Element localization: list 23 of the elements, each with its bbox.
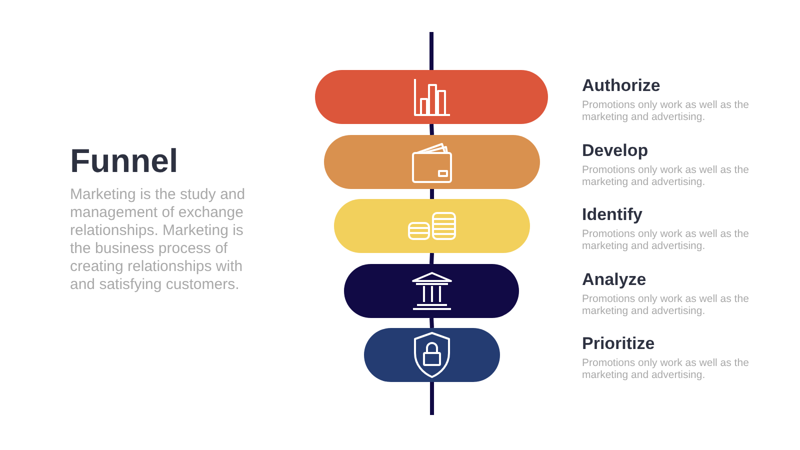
step-description: Promotions only work as well as the marketing and advertising. — [582, 293, 750, 317]
connector-line — [430, 318, 434, 328]
funnel-stage — [334, 199, 530, 253]
connector-line — [430, 32, 434, 70]
step-description: Promotions only work as well as the marketing and advertising. — [582, 357, 750, 381]
step-heading: Authorize — [582, 76, 662, 96]
step-heading: Identify — [582, 205, 644, 225]
step-description: Promotions only work as well as the marketing and advertising. — [582, 228, 750, 252]
funnel-stage — [315, 70, 548, 124]
step-heading: Prioritize — [582, 334, 656, 354]
intro-paragraph: Marketing is the study and management of exchange relationships. Marketing is the business process of creating relationships with and satisfying customers. — [70, 186, 246, 294]
step-heading: Develop — [582, 141, 650, 161]
connector-line — [430, 252, 434, 264]
step-description: Promotions only work as well as the marketing and advertising. — [582, 164, 750, 188]
connector-line — [430, 189, 434, 199]
funnel-stage — [364, 328, 500, 382]
connector-line — [430, 124, 434, 136]
funnel-stage — [324, 135, 540, 189]
connector-line — [430, 382, 434, 415]
slide-title: Funnel — [70, 142, 178, 180]
step-heading: Analyze — [582, 270, 648, 290]
step-description: Promotions only work as well as the marketing and advertising. — [582, 99, 750, 123]
funnel-stage — [344, 264, 519, 318]
